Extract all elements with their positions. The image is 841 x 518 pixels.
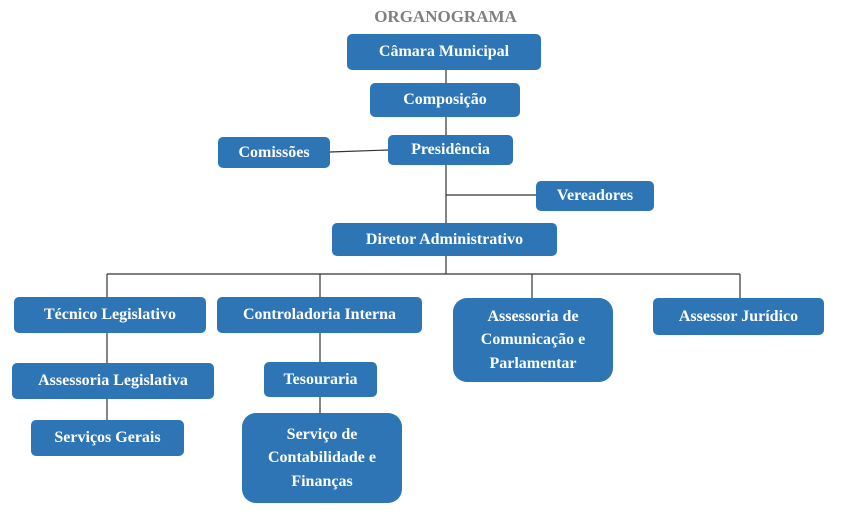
node-vereadores[interactable]: Vereadores (536, 181, 654, 211)
chart-title: ORGANOGRAMA (374, 7, 517, 26)
node-assessoria-comunicacao[interactable]: Assessoria de Comunicação e Parlamentar (453, 298, 613, 382)
node-tecnico-legislativo[interactable]: Técnico Legislativo (14, 297, 206, 333)
node-presidencia[interactable]: Presidência (388, 135, 513, 165)
node-assessor-juridico[interactable]: Assessor Jurídico (653, 298, 824, 335)
node-assessoria-legislativa[interactable]: Assessoria Legislativa (12, 363, 214, 399)
node-contabilidade-financas[interactable]: Serviço de Contabilidade e Finanças (242, 413, 402, 503)
node-controladoria-interna[interactable]: Controladoria Interna (217, 297, 422, 333)
node-tesouraria[interactable]: Tesouraria (264, 362, 377, 397)
node-camara-municipal[interactable]: Câmara Municipal (347, 34, 541, 70)
node-composicao[interactable]: Composição (370, 83, 520, 117)
node-comissoes[interactable]: Comissões (218, 137, 330, 168)
node-diretor-administrativo[interactable]: Diretor Administrativo (332, 223, 557, 256)
node-servicos-gerais[interactable]: Serviços Gerais (31, 420, 184, 456)
